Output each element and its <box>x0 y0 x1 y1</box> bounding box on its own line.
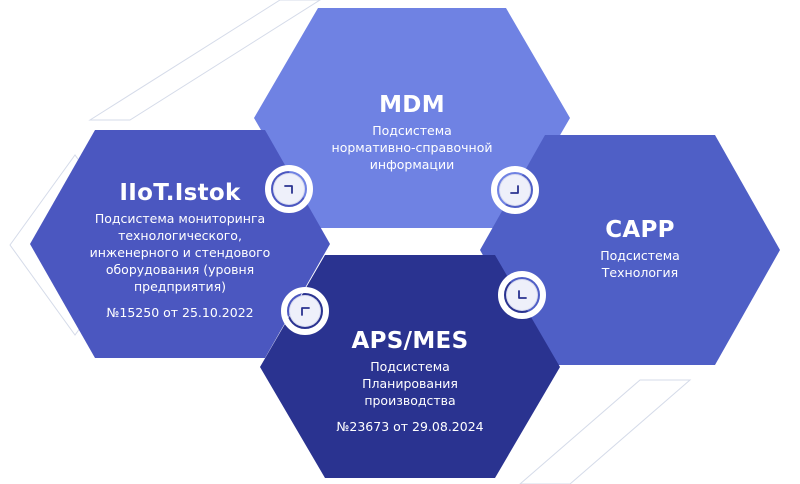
hex-iiot[interactable] <box>30 130 330 358</box>
hex-capp[interactable] <box>480 135 780 365</box>
capp-block: CAPP Подсистема Технология <box>560 217 720 282</box>
connector-iiot-apsmes[interactable] <box>290 296 320 326</box>
iiot-line-1: Подсистема мониторинга <box>94 211 266 227</box>
corner-bottom-right-icon <box>510 185 519 194</box>
connector-mdm-capp[interactable] <box>500 175 530 205</box>
mdm-block: MDM Подсистема нормативно-справочной инф… <box>304 92 520 174</box>
iiot-line-4: оборудования (уровня <box>105 261 255 277</box>
hex-apsmes[interactable] <box>260 255 560 478</box>
corner-top-left-icon <box>301 307 310 316</box>
outline-hex-bottom-right <box>519 379 692 484</box>
apsmes-registration: №23673 от 29.08.2024 <box>336 418 484 434</box>
mdm-line-3: информации <box>369 157 455 173</box>
iiot-block: IIoT.Istok Подсистема мониторинга технол… <box>68 180 292 322</box>
hex-mdm[interactable] <box>254 8 570 228</box>
mdm-line-2: нормативно-справочной <box>331 140 493 156</box>
capp-line-1: Подсистема <box>600 248 680 264</box>
iiot-line-5: предприятия) <box>134 278 226 294</box>
apsmes-description: Подсистема Планирования производства <box>320 359 500 410</box>
apsmes-line-1: Подсистема <box>370 359 450 375</box>
apsmes-title: APS/MES <box>351 328 469 354</box>
connector-iiot-mdm[interactable] <box>274 174 304 204</box>
mdm-line-1: Подсистема <box>372 123 452 139</box>
iiot-title: IIoT.Istok <box>119 180 241 206</box>
corner-top-right-icon <box>284 185 293 194</box>
outline-hex-top-left <box>88 0 321 121</box>
connector-ring-mdm-capp <box>491 166 539 214</box>
mdm-description: Подсистема нормативно-справочной информа… <box>304 123 520 174</box>
iiot-registration: №15250 от 25.10.2022 <box>106 304 254 320</box>
apsmes-line-2: Планирования <box>362 376 458 392</box>
capp-title: CAPP <box>605 217 675 243</box>
apsmes-line-3: производства <box>364 393 456 409</box>
corner-bottom-left-icon <box>518 290 527 299</box>
connector-ring-capp-apsmes <box>498 271 546 319</box>
connector-ring-iiot-apsmes <box>281 287 329 335</box>
connector-rings <box>265 165 546 335</box>
iiot-description: Подсистема мониторинга технологического,… <box>68 211 292 295</box>
iiot-line-3: инженерного и стендового <box>89 245 271 261</box>
connector-capp-apsmes[interactable] <box>507 280 537 310</box>
capp-line-2: Технология <box>601 265 679 281</box>
mdm-title: MDM <box>379 92 445 118</box>
apsmes-block: APS/MES Подсистема Планирования производ… <box>320 328 500 436</box>
iiot-line-2: технологического, <box>118 228 242 244</box>
capp-description: Подсистема Технология <box>560 248 720 282</box>
connector-ring-iiot-mdm <box>265 165 313 213</box>
